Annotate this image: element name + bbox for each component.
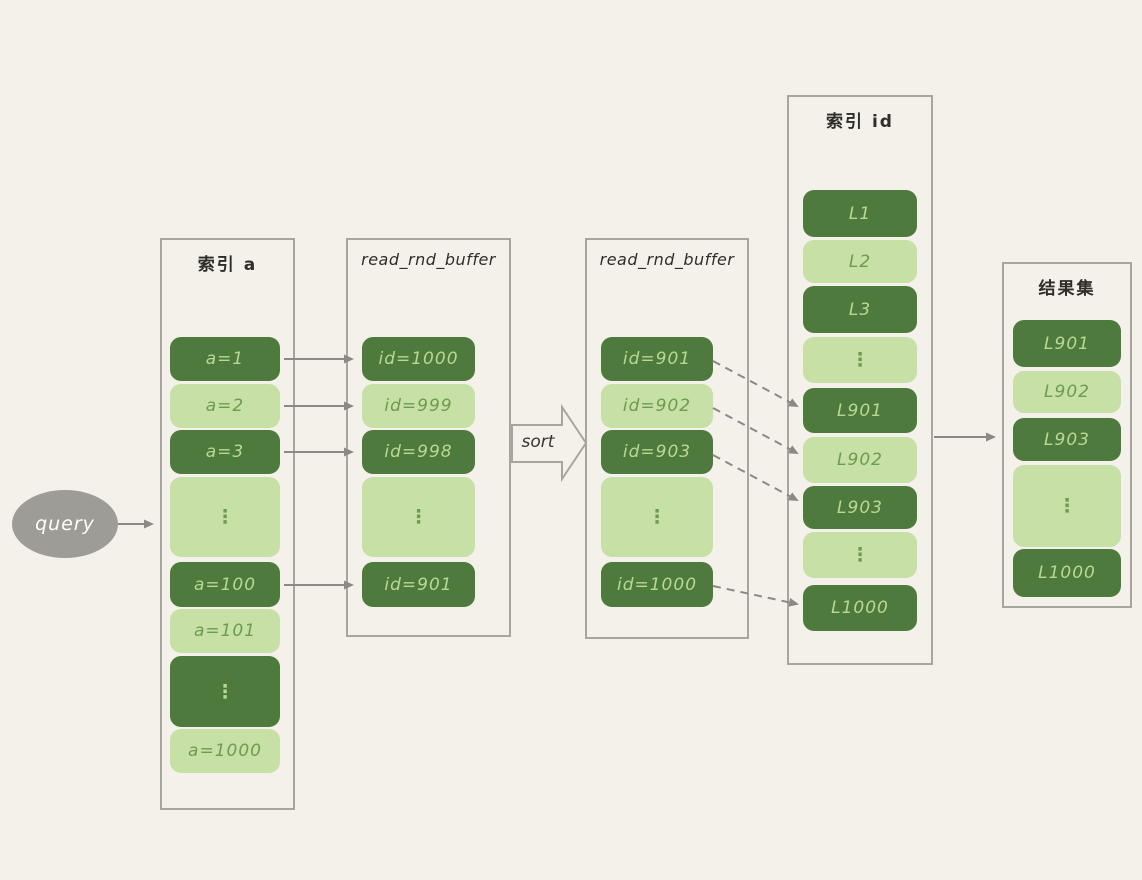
cell-a-ellipsis-1: ⋮ bbox=[170, 477, 280, 557]
read-rnd-buffer-sorted-box: read_rnd_buffer id=901 id=902 id=903 ⋮ i… bbox=[585, 238, 749, 639]
index-a-box: 索引 a a=1 a=2 a=3 ⋮ a=100 a=101 ⋮ a=1000 bbox=[160, 238, 295, 810]
cell-id-901-sorted: id=901 bbox=[601, 337, 713, 381]
cell-a-101: a=101 bbox=[170, 609, 280, 653]
cell-l902: L902 bbox=[803, 437, 917, 483]
query-label: query bbox=[35, 513, 95, 535]
index-id-title: 索引 id bbox=[826, 112, 894, 132]
cell-result-l903: L903 bbox=[1013, 418, 1121, 461]
cell-l-ellipsis-2: ⋮ bbox=[803, 532, 917, 578]
sort-label: sort bbox=[521, 432, 555, 452]
read-rnd-buffer-unsorted-title: read_rnd_buffer bbox=[361, 250, 496, 269]
query-node: query bbox=[12, 490, 118, 558]
result-set-box: 结果集 L901 L902 L903 ⋮ L1000 bbox=[1002, 262, 1132, 608]
cell-a-1000: a=1000 bbox=[170, 729, 280, 773]
cell-result-l1000: L1000 bbox=[1013, 549, 1121, 597]
cell-id-998: id=998 bbox=[362, 430, 475, 474]
cell-a-1: a=1 bbox=[170, 337, 280, 381]
cell-id-1000-unsorted: id=1000 bbox=[362, 337, 475, 381]
result-set-title: 结果集 bbox=[1038, 279, 1096, 299]
read-rnd-buffer-unsorted-box: read_rnd_buffer id=1000 id=999 id=998 ⋮ … bbox=[346, 238, 511, 637]
cell-a-3: a=3 bbox=[170, 430, 280, 474]
cell-id-901-unsorted: id=901 bbox=[362, 562, 475, 607]
read-rnd-buffer-sorted-title: read_rnd_buffer bbox=[599, 250, 735, 269]
cell-result-l902: L902 bbox=[1013, 371, 1121, 413]
cell-a-100: a=100 bbox=[170, 562, 280, 607]
cell-id-ellipsis-2: ⋮ bbox=[601, 477, 713, 557]
cell-l3: L3 bbox=[803, 286, 917, 333]
cell-result-l901: L901 bbox=[1013, 320, 1121, 367]
cell-l2: L2 bbox=[803, 240, 917, 283]
cell-l1000: L1000 bbox=[803, 585, 917, 631]
cell-a-2: a=2 bbox=[170, 384, 280, 428]
cell-l-ellipsis-1: ⋮ bbox=[803, 337, 917, 383]
cell-l903: L903 bbox=[803, 486, 917, 529]
cell-id-ellipsis-1: ⋮ bbox=[362, 477, 475, 557]
cell-result-ellipsis: ⋮ bbox=[1013, 465, 1121, 547]
cell-id-902: id=902 bbox=[601, 384, 713, 428]
cell-l1: L1 bbox=[803, 190, 917, 237]
index-id-box: 索引 id L1 L2 L3 ⋮ L901 L902 L903 ⋮ L1000 bbox=[787, 95, 933, 665]
cell-id-1000-sorted: id=1000 bbox=[601, 562, 713, 607]
cell-l901: L901 bbox=[803, 388, 917, 433]
cell-a-ellipsis-2: ⋮ bbox=[170, 656, 280, 727]
index-a-title: 索引 a bbox=[197, 255, 258, 275]
cell-id-903: id=903 bbox=[601, 430, 713, 474]
cell-id-999: id=999 bbox=[362, 384, 475, 428]
